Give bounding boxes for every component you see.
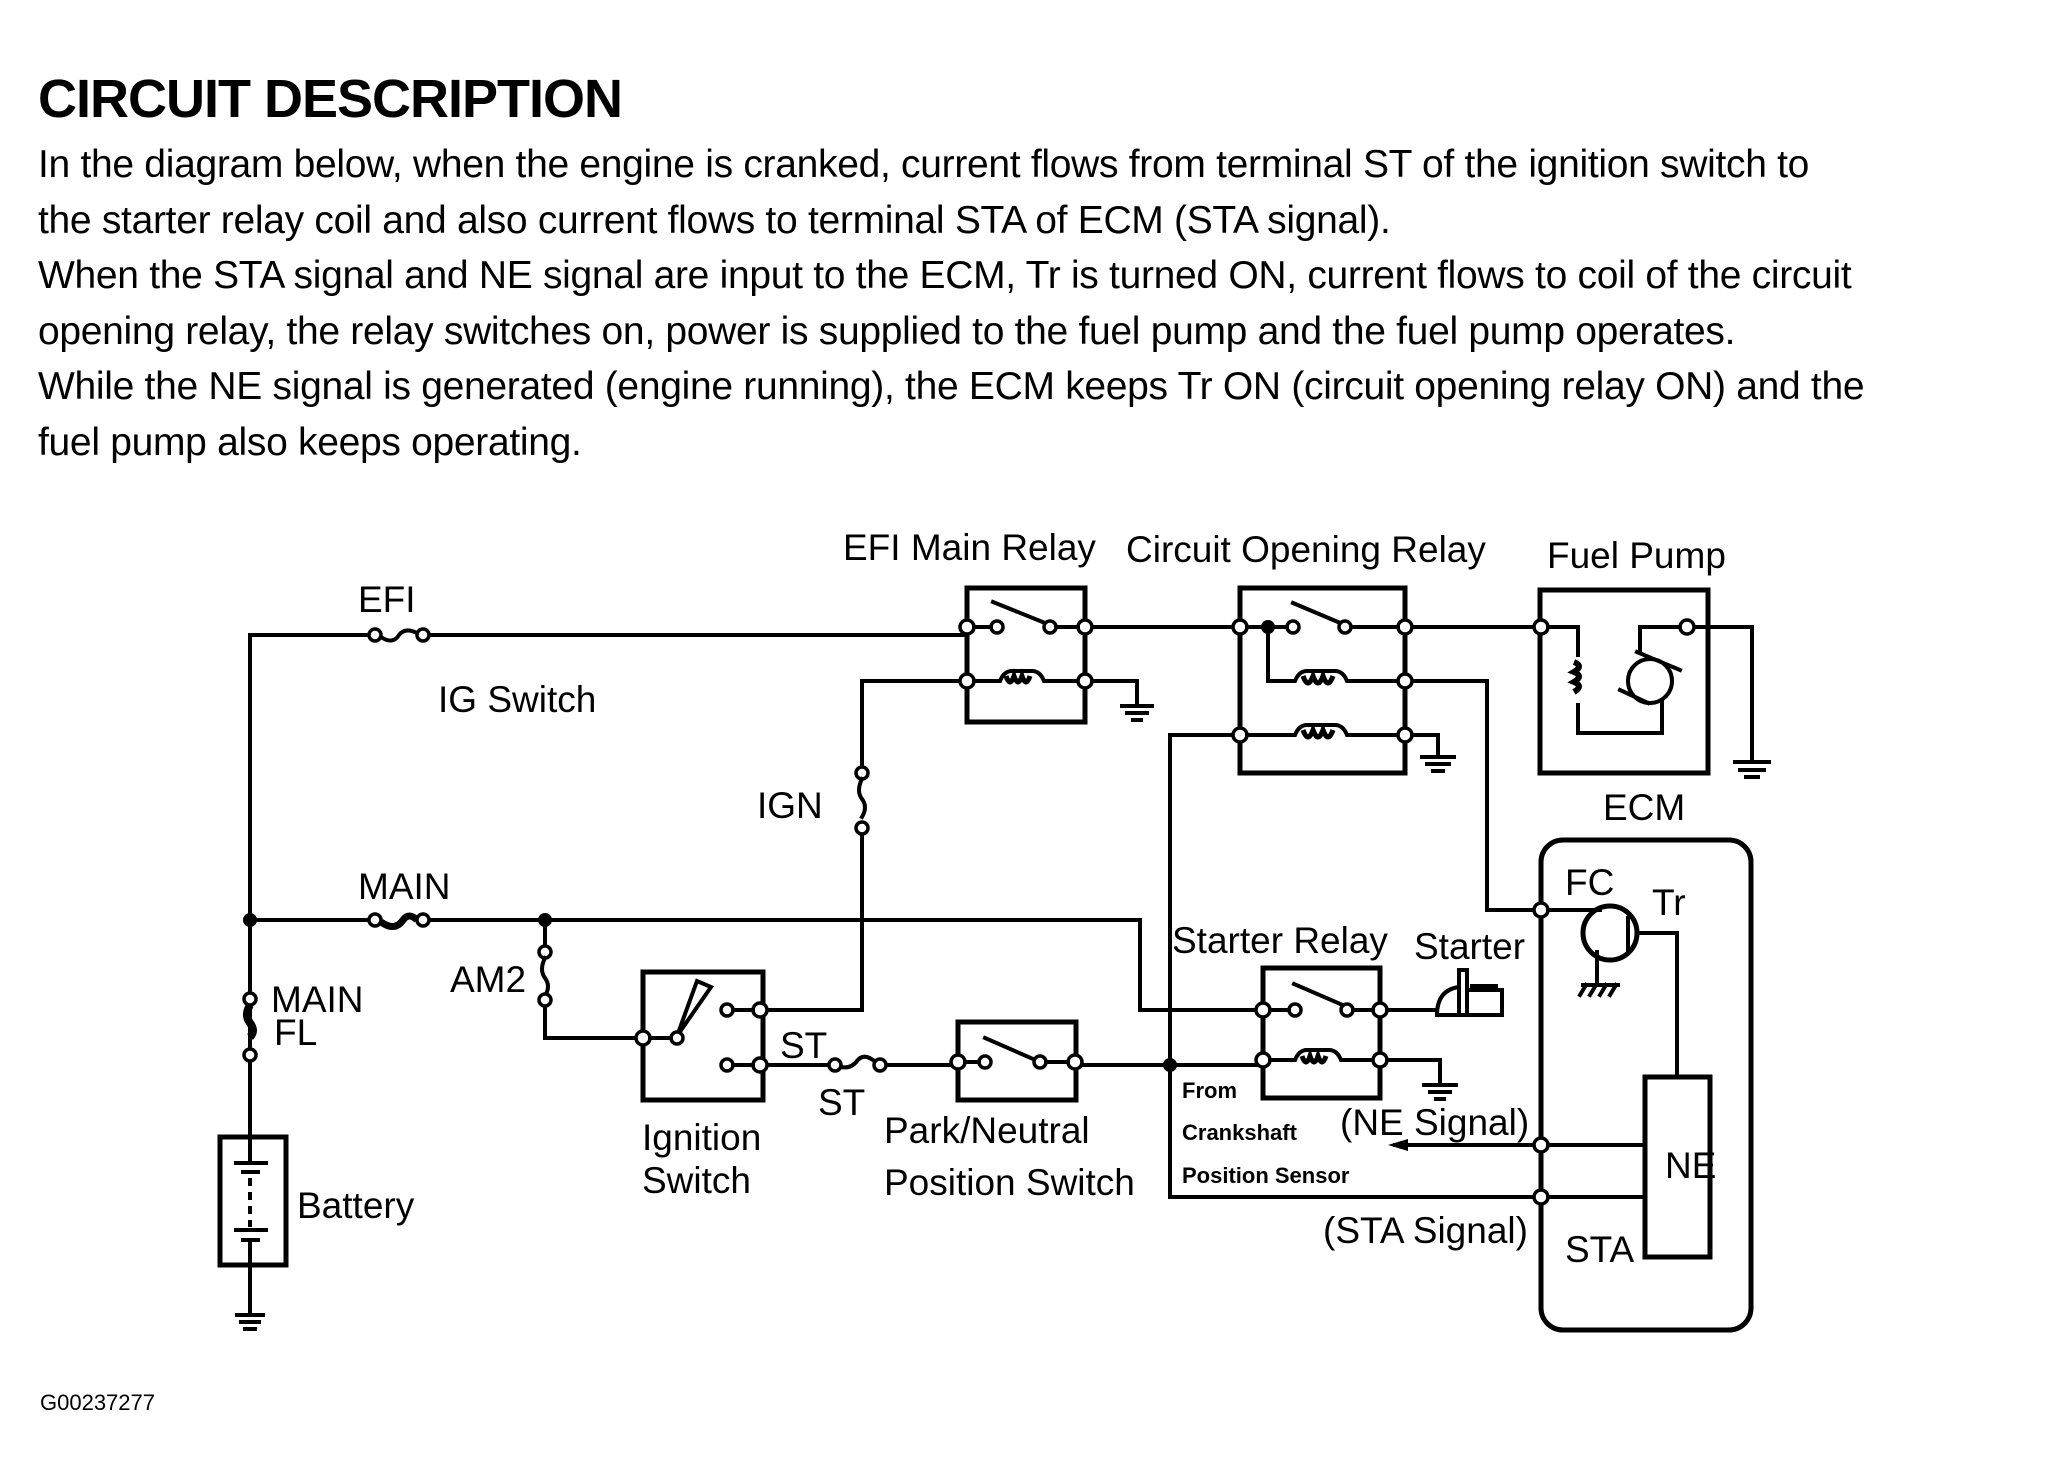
junctions — [243, 913, 1177, 1072]
am2-fuse-label: AM2 — [450, 959, 526, 1000]
circuit-opening-relay-icon — [1231, 585, 1414, 776]
main-fl-label-line2: FL — [274, 1012, 317, 1053]
park-neutral-switch-icon — [949, 1019, 1084, 1103]
sta-signal-wire — [1168, 733, 1543, 1199]
ignition-switch-label-line1: Ignition — [642, 1117, 761, 1158]
main-fuse-label: MAIN — [358, 866, 451, 907]
ne-signal-arrow-icon — [1388, 1139, 1408, 1151]
efi-main-relay-icon — [958, 585, 1094, 725]
ign-wire — [758, 679, 969, 1012]
starter-relay-label: Starter Relay — [1172, 920, 1388, 961]
transistor-tr-icon — [1577, 903, 1679, 1079]
circuit-opening-relay-label: Circuit Opening Relay — [1126, 529, 1486, 570]
crankshaft-sensor-label-line3: Position Sensor — [1182, 1163, 1350, 1188]
battery-icon — [217, 1134, 289, 1268]
paragraph-line: In the diagram below, when the engine is… — [38, 143, 1810, 186]
fc-terminal-label: FC — [1565, 862, 1614, 903]
ne-terminal-label: NE — [1665, 1145, 1716, 1186]
battery-label: Battery — [297, 1185, 415, 1226]
efi-fuse-icon — [367, 627, 431, 643]
ignition-switch-icon — [634, 969, 769, 1103]
efi-relay-ground-icon — [1090, 679, 1154, 722]
efi-fuse-label: EFI — [358, 579, 416, 620]
paragraph-line: opening relay, the relay switches on, po… — [38, 309, 1736, 353]
main-fuse-icon — [367, 912, 431, 930]
starter-relay-icon — [1254, 965, 1389, 1101]
ign-fuse-label: IGN — [757, 785, 823, 826]
am2-fuse-icon — [537, 944, 553, 1008]
ign-fuse-icon — [854, 765, 870, 836]
starter-label: Starter — [1414, 926, 1525, 967]
fc-wire — [1403, 679, 1543, 912]
main-fl-fuse-icon — [242, 991, 258, 1063]
battery-ground-icon — [235, 1263, 265, 1331]
ig-switch-label: IG Switch — [438, 679, 596, 720]
starter-relay-ground-icon — [1385, 1058, 1458, 1101]
paragraph-line: While the NE signal is generated (engine… — [38, 365, 1865, 409]
efi-main-relay-label: EFI Main Relay — [843, 527, 1096, 568]
ecm-label: ECM — [1603, 787, 1685, 828]
fuel-pump-ground-icon — [1733, 760, 1771, 779]
main-wire — [248, 918, 1265, 1012]
diagram-labels: EFI Main Relay Circuit Opening Relay Fue… — [271, 527, 1726, 1270]
fuel-pump-label: Fuel Pump — [1547, 535, 1726, 576]
section-heading: CIRCUIT DESCRIPTION — [38, 69, 623, 129]
main-fl-label-line1: MAIN — [271, 979, 364, 1020]
st-terminal-label: ST — [780, 1025, 827, 1066]
figure-code: G00237277 — [40, 1390, 155, 1415]
crankshaft-sensor-label-line2: Crankshaft — [1182, 1120, 1298, 1145]
am2-wire — [543, 918, 645, 1040]
ignition-switch-label-line2: Switch — [642, 1160, 751, 1201]
paragraph-line: When the STA signal and NE signal are in… — [38, 254, 1852, 298]
st-fuse-label: ST — [818, 1082, 865, 1123]
circuit-opening-relay-ground-icon — [1410, 733, 1456, 773]
circuit-description-paragraph: In the diagram below, when the engine is… — [38, 137, 2038, 471]
fuel-pump-ground-wire — [1685, 625, 1754, 764]
paragraph-line: the starter relay coil and also current … — [38, 198, 1391, 242]
crankshaft-sensor-label-line1: From — [1182, 1078, 1237, 1103]
ecm-block — [1532, 837, 1754, 1333]
sta-signal-label: (STA Signal) — [1323, 1210, 1528, 1251]
ne-sta-block — [1642, 1074, 1713, 1260]
ne-signal-label: (NE Signal) — [1340, 1102, 1529, 1143]
starter-motor-icon — [1385, 968, 1504, 1017]
park-neutral-label-line2: Position Switch — [884, 1162, 1135, 1203]
fuel-pump-icon — [1532, 587, 1711, 776]
sta-terminal-label: STA — [1565, 1229, 1635, 1270]
tr-label: Tr — [1652, 882, 1686, 923]
park-neutral-label-line1: Park/Neutral — [884, 1110, 1090, 1151]
paragraph-line: fuel pump also keeps operating. — [38, 420, 582, 464]
st-fuse-icon — [827, 1054, 888, 1073]
